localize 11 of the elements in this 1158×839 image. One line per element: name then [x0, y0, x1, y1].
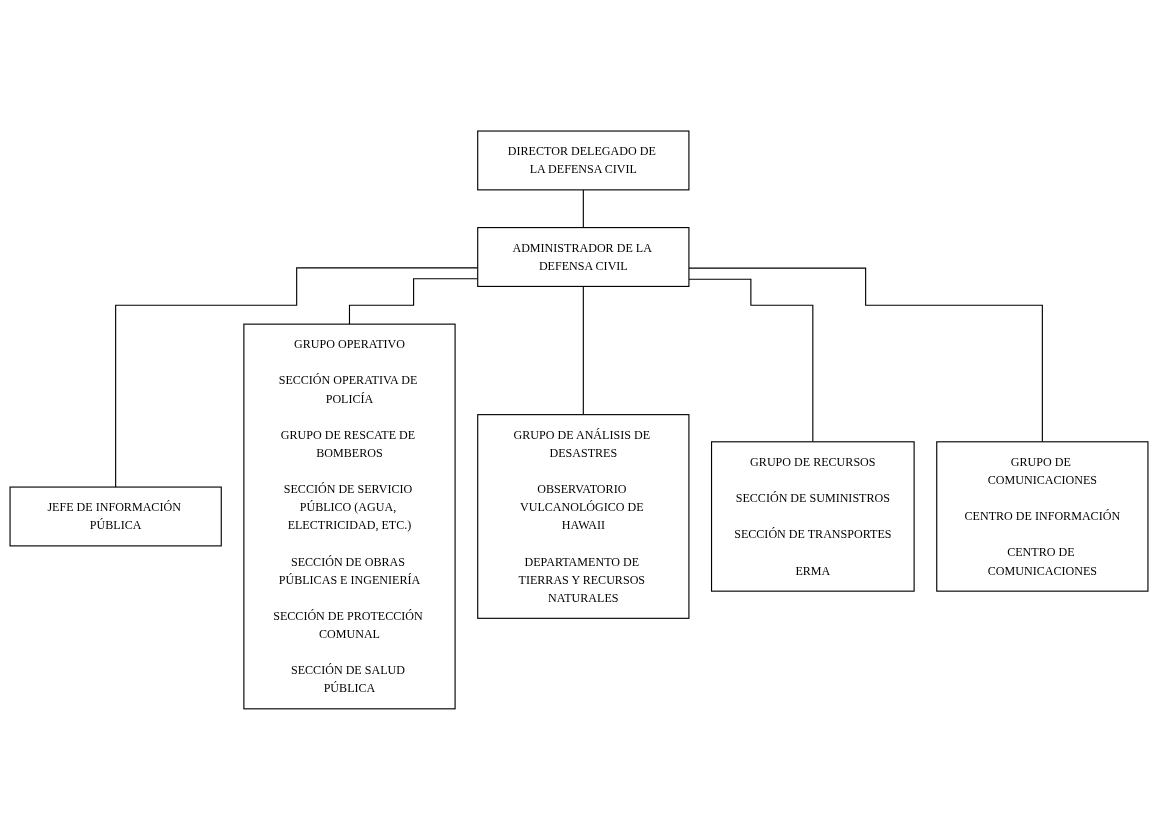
node-box: JEFE DE INFORMACIÓN PÚBLICA: [9, 486, 222, 547]
node-box: ADMINISTRADOR DE LA DEFENSA CIVIL: [477, 226, 690, 287]
connector: [582, 188, 584, 228]
connector: [688, 267, 1043, 442]
node-box: GRUPO DE RECURSOS SECCIÓN DE SUMINISTROS SECCIÓN DE TRANSPORTES ERMA: [710, 440, 915, 592]
node-box: GRUPO OPERATIVO SECCIÓN OPERATIVA DE POLICÍA GRUPO DE RESCATE DE BOMBEROS SECCIÓN DE SERVICIO PÚBLICO (AGUA, ELECTRICIDAD, ETC.) SECCIÓN DE OBRAS PÚBLICAS E INGENIERÍA SECCIÓN DE PROTECCIÓN COMUNAL SECCIÓN DE SALUD PÚBLICA: [243, 323, 456, 709]
connector: [688, 278, 814, 442]
node-box: GRUPO DE ANÁLISIS DE DESASTRES OBSERVATORIO VULCANOLÓGICO DE HAWAII DEPARTAMENTO DE TIERRAS Y RECURSOS NATURALES: [477, 413, 690, 619]
connector: [582, 285, 584, 415]
node-box: GRUPO DE COMUNICACIONES CENTRO DE INFORMACIÓN CENTRO DE COMUNICACIONES: [936, 440, 1149, 592]
node-box: DIRECTOR DELEGADO DE LA DEFENSA CIVIL: [477, 130, 690, 190]
